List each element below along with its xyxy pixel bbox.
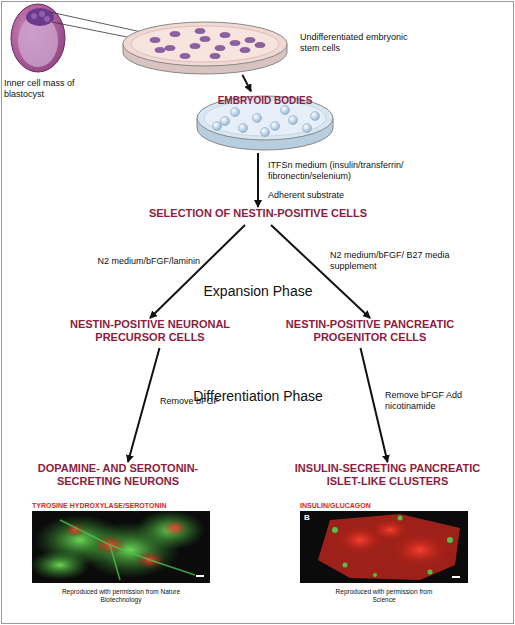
credit-note: Reproduced with permission from Nature B… <box>61 588 181 604</box>
stem-cell-dish: Undifferentiated embryonic stem cells <box>120 18 290 76</box>
edge-label: Remove bFGF Add nicotinamide <box>385 390 480 412</box>
micrograph-islets <box>300 511 468 583</box>
stain-label: TYROSINE HYDROXYLASE/SEROTONIN <box>32 501 232 510</box>
stain-label: INSULIN/GLUCAGON <box>300 501 470 510</box>
flow-arrow <box>271 225 370 318</box>
stage-heading-text: SELECTION OF NESTIN-POSITIVE CELLS <box>128 207 388 220</box>
dish-label: Undifferentiated embryonic stem cells <box>300 32 410 54</box>
stage-heading: NESTIN-POSITIVE PANCREATIC PROGENITOR CE… <box>275 318 465 348</box>
blastocyst-illustration <box>11 4 65 72</box>
edge-label: ITFSn medium (insulin/transferrin/ fibro… <box>268 160 433 182</box>
flow-arrow <box>242 75 251 91</box>
embryoid-dish: EMBRYOID BODIES <box>195 88 335 153</box>
credit-note: Reproduced with permission from Science <box>328 588 440 604</box>
stage-heading-text: NESTIN-POSITIVE PANCREATIC PROGENITOR CE… <box>275 318 465 344</box>
stage-heading-text: INSULIN-SECRETING PANCREATIC ISLET-LIKE … <box>280 462 495 488</box>
edge-label: N2 medium/bFGF/ B27 media supplement <box>330 250 450 272</box>
flow-arrow <box>128 348 160 462</box>
petri-dish-symbol <box>120 18 290 76</box>
condition-label: Adherent substrate <box>268 190 408 201</box>
dish-heading: EMBRYOID BODIES <box>195 94 335 107</box>
phase-label: Expansion Phase <box>203 283 313 299</box>
flow-arrow <box>361 348 388 462</box>
stage-heading-text: DOPAMINE- AND SEROTONIN-SECRETING NEURON… <box>18 462 218 488</box>
stage-heading: NESTIN-POSITIVE NEURONAL PRECURSOR CELLS <box>55 318 245 348</box>
micrograph-neurons <box>30 510 210 583</box>
stage-heading-text: NESTIN-POSITIVE NEURONAL PRECURSOR CELLS <box>55 318 245 344</box>
stage-heading: DOPAMINE- AND SEROTONIN-SECRETING NEURON… <box>18 462 218 492</box>
panel-letter: B <box>304 513 316 523</box>
part-label: Inner cell mass of blastocyst <box>4 78 86 100</box>
edge-label: N2 medium/bFGF/laminin <box>80 256 200 267</box>
flow-arrow <box>257 153 259 207</box>
stage-heading: INSULIN-SECRETING PANCREATIC ISLET-LIKE … <box>280 462 495 492</box>
flow-arrow <box>150 225 245 318</box>
edge-label: Remove bFGF <box>160 396 230 407</box>
stage-heading: SELECTION OF NESTIN-POSITIVE CELLS <box>128 207 388 225</box>
